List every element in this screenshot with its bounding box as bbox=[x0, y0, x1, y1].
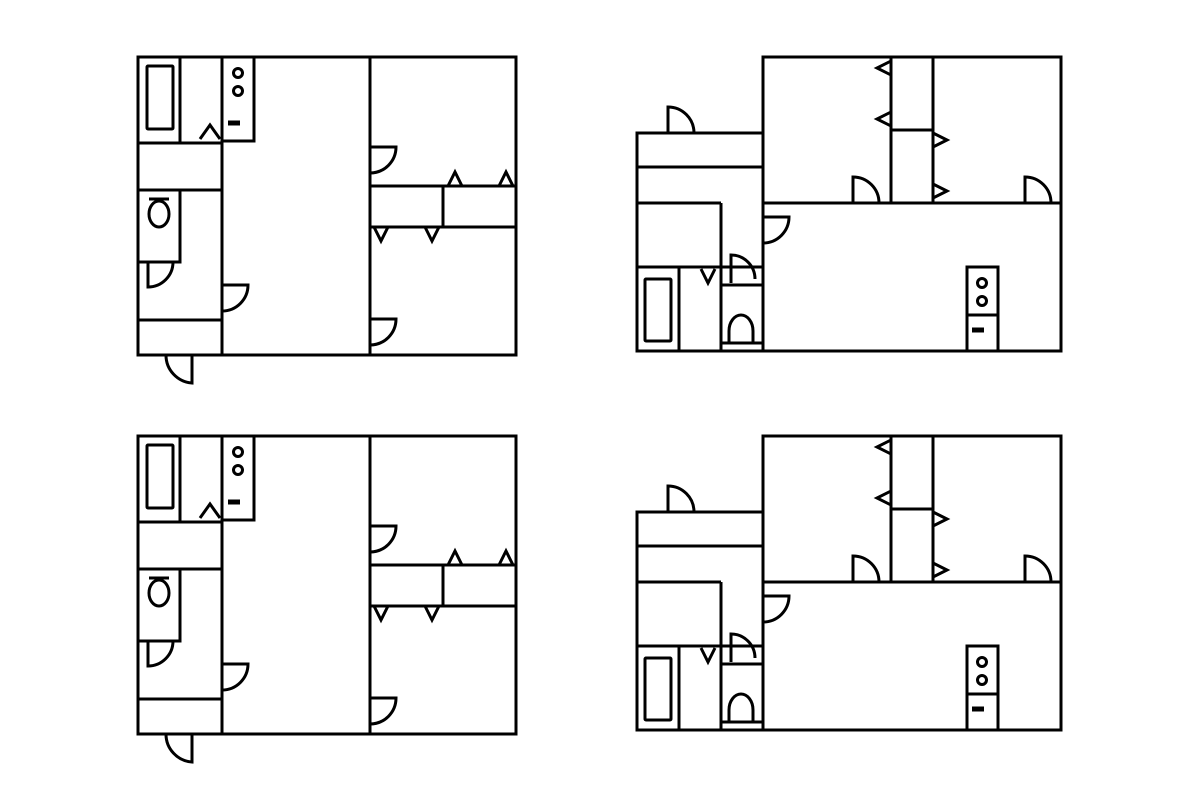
plan-b bbox=[637, 57, 1061, 351]
plan-a-copy bbox=[138, 436, 516, 762]
plan-b-copy bbox=[637, 436, 1061, 730]
plan-a bbox=[138, 57, 516, 383]
